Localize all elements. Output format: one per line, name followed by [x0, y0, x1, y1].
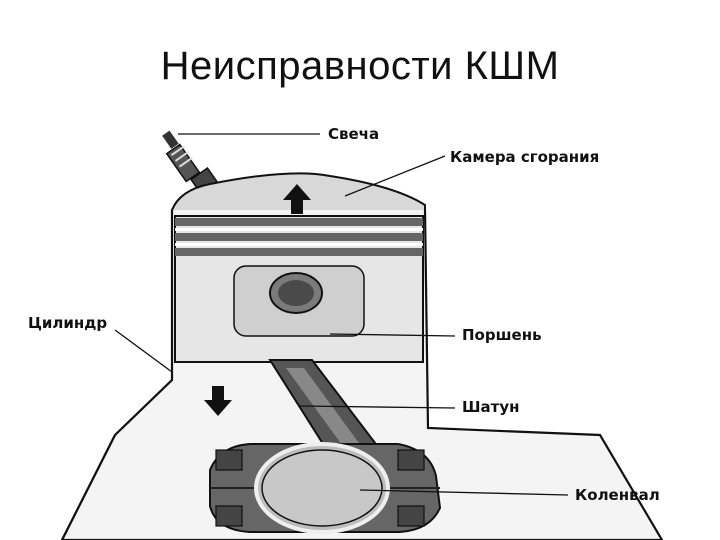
piston [174, 215, 424, 363]
label-crankshaft: Коленвал [575, 486, 660, 504]
engine-diagram-illustration [60, 130, 664, 540]
arrow-up-icon [283, 184, 311, 214]
label-combustion-chamber: Камера сгорания [450, 148, 600, 166]
label-cylinder: Цилиндр [28, 314, 108, 332]
arrow-down-icon [204, 386, 232, 416]
slide-title: Неисправности КШМ [160, 44, 560, 88]
label-piston: Поршень [462, 326, 542, 344]
crankshaft [209, 442, 442, 534]
label-connecting-rod: Шатун [462, 398, 520, 416]
engine-diagram: Свеча Камера сгорания Цилиндр Поршень Ша… [0, 110, 720, 540]
leader-lines [114, 133, 569, 496]
label-spark-plug: Свеча [328, 125, 380, 143]
